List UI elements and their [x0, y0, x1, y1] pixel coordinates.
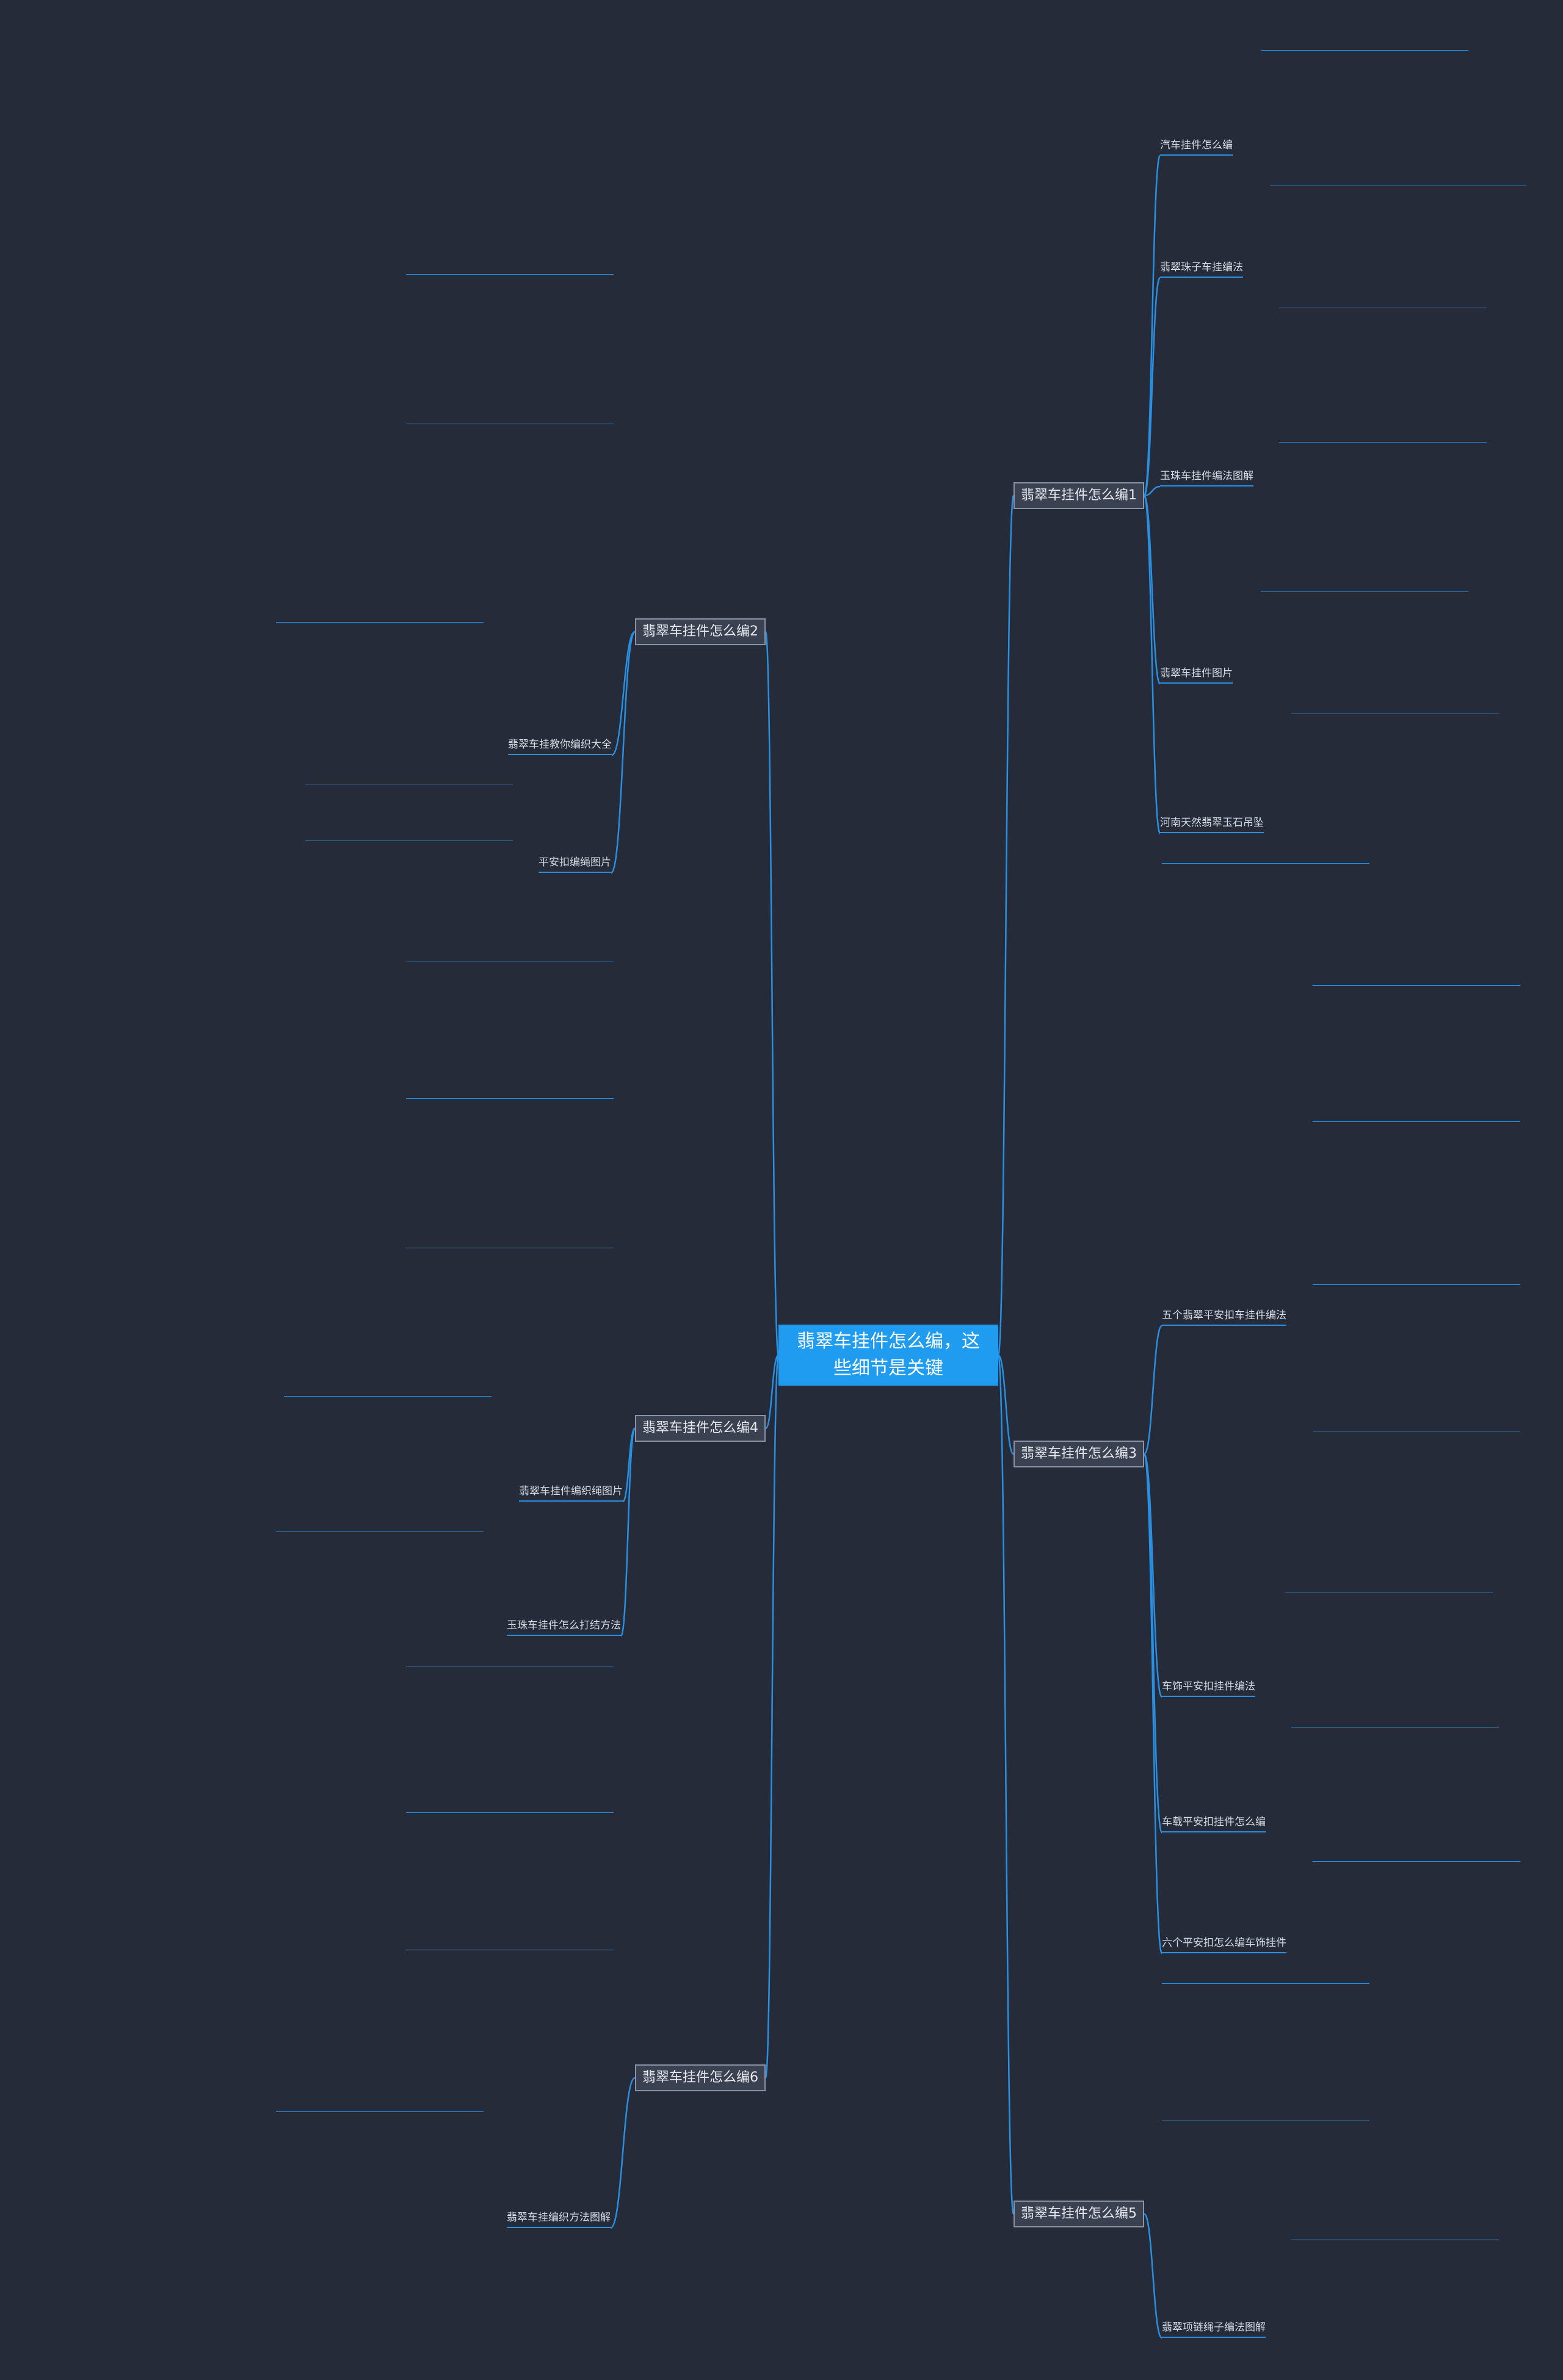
leaf-text — [276, 1529, 484, 1532]
connector — [1143, 277, 1161, 497]
leaf-text — [1313, 1119, 1520, 1122]
connector — [1143, 494, 1161, 834]
sub-topic[interactable]: 汽车挂件怎么编 — [1160, 137, 1233, 156]
connector — [610, 631, 636, 874]
leaf-text — [1313, 1428, 1520, 1431]
leaf-text — [305, 781, 513, 784]
sub-topic[interactable]: 翡翠珠子车挂编法 — [1160, 259, 1243, 278]
branch-5[interactable]: 翡翠车挂件怎么编5 — [1014, 2201, 1144, 2227]
leaf-text — [276, 2109, 484, 2112]
leaf-text — [1291, 1724, 1499, 1727]
leaf-text — [276, 620, 484, 623]
leaf-text — [1270, 183, 1526, 186]
leaf-text — [1261, 48, 1468, 51]
connector — [997, 494, 1015, 1356]
sub-topic[interactable]: 五个翡翠平安扣车挂件编法 — [1162, 1308, 1286, 1326]
connector — [764, 631, 780, 1356]
connector — [1143, 1453, 1163, 1955]
connector — [764, 1354, 780, 1430]
connector — [1143, 1453, 1163, 1834]
branch-6[interactable]: 翡翠车挂件怎么编6 — [635, 2064, 766, 2091]
sub-topic[interactable]: 车载平安扣挂件怎么编 — [1162, 1814, 1266, 1832]
leaf-text — [406, 272, 614, 275]
leaf-text — [406, 421, 614, 424]
leaf-text — [284, 1394, 491, 1397]
leaf-text — [406, 1663, 614, 1666]
connector — [1143, 1325, 1163, 1455]
leaf-text — [406, 1096, 614, 1099]
connector — [1143, 154, 1161, 497]
leaf-text — [406, 1947, 614, 1950]
sub-topic[interactable]: 车饰平安扣挂件编法 — [1162, 1679, 1255, 1697]
connector — [620, 1427, 636, 1637]
leaf-text — [1285, 1590, 1493, 1593]
leaf-text — [305, 838, 513, 841]
sub-topic[interactable]: 翡翠项链绳子编法图解 — [1162, 2320, 1266, 2338]
sub-topic[interactable]: 河南天然翡翠玉石吊坠 — [1160, 815, 1264, 833]
connector — [1143, 2213, 1163, 2339]
sub-topic[interactable]: 六个平安扣怎么编车饰挂件 — [1162, 1935, 1286, 1953]
branch-1[interactable]: 翡翠车挂件怎么编1 — [1014, 482, 1144, 509]
sub-topic[interactable]: 翡翠车挂教你编织大全 — [508, 737, 612, 755]
leaf-text — [1162, 2118, 1369, 2121]
sub-topic[interactable]: 玉珠车挂件编法图解 — [1160, 468, 1253, 486]
sub-topic[interactable]: 翡翠车挂件编织绳图片 — [519, 1483, 623, 1502]
sub-topic[interactable]: 玉珠车挂件怎么打结方法 — [507, 1618, 621, 1636]
leaf-text — [406, 1245, 614, 1248]
root-topic[interactable]: 翡翠车挂件怎么编，这些细节是关键 — [778, 1325, 998, 1386]
leaf-text — [1291, 711, 1499, 714]
leaf-text — [1279, 439, 1487, 443]
sub-topic[interactable]: 翡翠车挂编织方法图解 — [507, 2210, 611, 2228]
leaf-text — [1162, 861, 1369, 864]
sub-topic[interactable]: 翡翠车挂件图片 — [1160, 665, 1233, 684]
connector — [997, 1354, 1015, 1455]
leaf-text — [1162, 1981, 1369, 1984]
leaf-text — [1313, 1859, 1520, 1862]
leaf-text — [1261, 589, 1468, 592]
leaf-text — [1291, 2237, 1499, 2240]
leaf-text — [406, 958, 614, 961]
connector — [764, 1354, 780, 2079]
leaf-text — [1279, 305, 1487, 308]
branch-3[interactable]: 翡翠车挂件怎么编3 — [1014, 1441, 1144, 1467]
leaf-text — [1313, 983, 1520, 986]
branch-2[interactable]: 翡翠车挂件怎么编2 — [635, 618, 766, 645]
connector — [1144, 485, 1161, 497]
leaf-text — [406, 1810, 614, 1813]
branch-4[interactable]: 翡翠车挂件怎么编4 — [635, 1415, 766, 1442]
connector — [611, 631, 636, 756]
sub-topic[interactable]: 平安扣编绳图片 — [539, 855, 611, 873]
connector — [610, 2077, 636, 2229]
leaf-text — [1313, 1282, 1520, 1285]
connector — [997, 1354, 1015, 2215]
